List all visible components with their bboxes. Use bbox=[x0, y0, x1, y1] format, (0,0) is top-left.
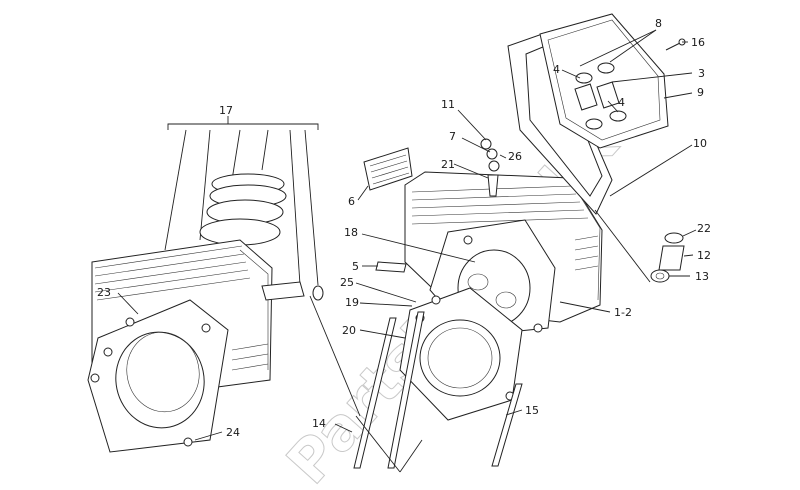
callout-16: 16 bbox=[691, 36, 705, 49]
callout-14: 14 bbox=[312, 417, 326, 430]
callout-23: 23 bbox=[97, 286, 111, 299]
callout-4b: 4 bbox=[618, 96, 625, 109]
rocker-cover-assembly bbox=[507, 13, 697, 283]
callout-11: 11 bbox=[441, 98, 455, 111]
callout-19: 19 bbox=[345, 296, 359, 309]
callout-20: 20 bbox=[342, 324, 356, 337]
callout-6: 6 bbox=[348, 195, 355, 208]
callout-18: 18 bbox=[344, 226, 358, 239]
callout-15: 15 bbox=[525, 404, 539, 417]
callout-7: 7 bbox=[449, 130, 456, 143]
callout-9: 9 bbox=[697, 86, 704, 99]
callout-labels: 17 23 24 11 7 26 21 6 18 5 25 19 20 14 1… bbox=[97, 17, 711, 439]
left-cylinder-assembly bbox=[87, 116, 324, 453]
callout-12: 12 bbox=[697, 249, 711, 262]
callout-13: 13 bbox=[695, 270, 709, 283]
callout-1-2: 1-2 bbox=[614, 306, 632, 319]
callout-5: 5 bbox=[352, 260, 359, 273]
callout-4: 4 bbox=[553, 63, 560, 76]
callout-8: 8 bbox=[655, 17, 662, 30]
cylinder-head-assembly bbox=[309, 109, 611, 473]
callout-26: 26 bbox=[508, 150, 522, 163]
callout-21: 21 bbox=[441, 158, 455, 171]
callout-24: 24 bbox=[226, 426, 240, 439]
callout-10: 10 bbox=[693, 137, 707, 150]
callout-17: 17 bbox=[219, 104, 233, 117]
callout-22: 22 bbox=[697, 222, 711, 235]
callout-3: 3 bbox=[698, 67, 705, 80]
callout-25: 25 bbox=[340, 276, 354, 289]
